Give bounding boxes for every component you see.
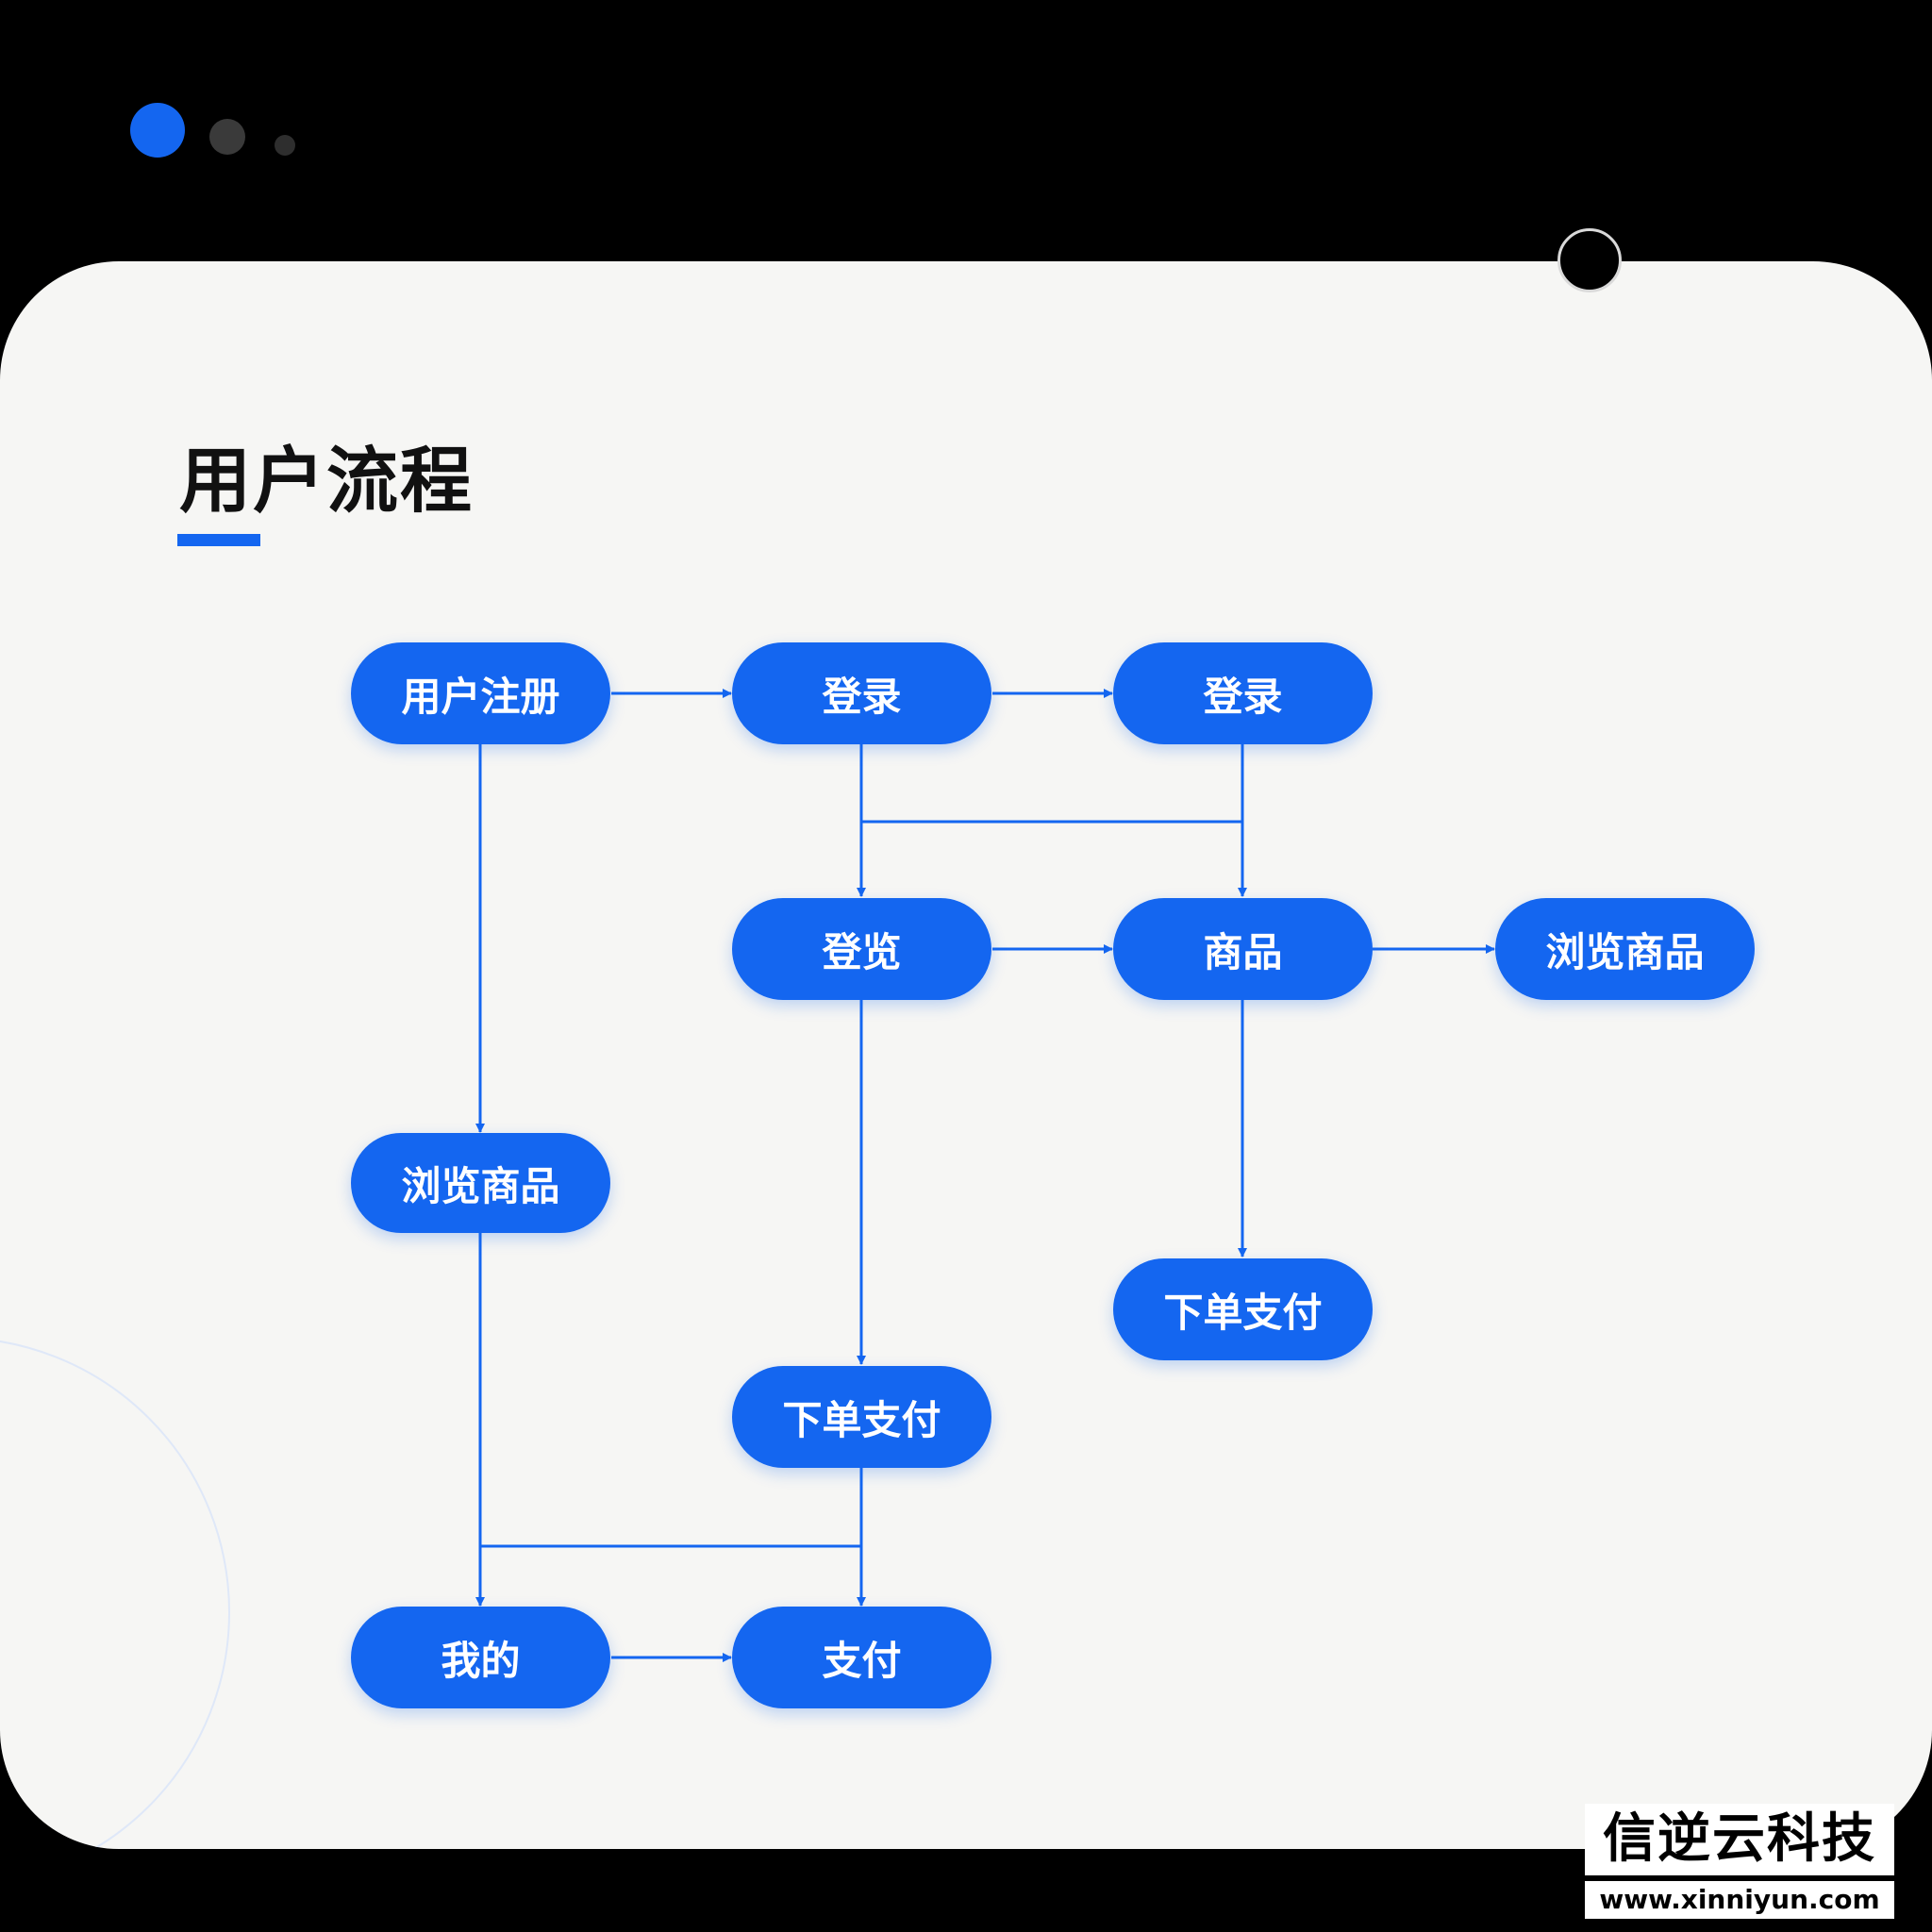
- flow-node-register[interactable]: 用户注册: [351, 642, 610, 744]
- flow-node-product[interactable]: 商品: [1113, 898, 1373, 1000]
- watermark-name: 信逆云科技: [1585, 1804, 1894, 1875]
- flow-node-pay[interactable]: 支付: [732, 1607, 991, 1708]
- page-title: 用户流程: [179, 439, 474, 523]
- watermark-url: www.xinniyun.com: [1585, 1881, 1894, 1919]
- watermark: 信逆云科技 www.xinniyun.com: [1585, 1804, 1894, 1919]
- flow-node-browse-right[interactable]: 浏览商品: [1495, 898, 1755, 1000]
- window-dot: [209, 119, 245, 155]
- title-underline: [177, 534, 260, 546]
- flow-node-deng-lan[interactable]: 登览: [732, 898, 991, 1000]
- content-card: [0, 261, 1932, 1849]
- flow-node-order-pay-right[interactable]: 下单支付: [1113, 1258, 1373, 1360]
- flow-node-order-pay-center[interactable]: 下单支付: [732, 1366, 991, 1468]
- camera-notch: [1557, 228, 1622, 292]
- flow-node-browse-left[interactable]: 浏览商品: [351, 1133, 610, 1233]
- window-dot-active: [130, 103, 185, 158]
- flow-node-login-2[interactable]: 登录: [1113, 642, 1373, 744]
- flow-node-login-1[interactable]: 登录: [732, 642, 991, 744]
- flow-node-mine[interactable]: 我的: [351, 1607, 610, 1708]
- window-dot-small: [275, 135, 295, 156]
